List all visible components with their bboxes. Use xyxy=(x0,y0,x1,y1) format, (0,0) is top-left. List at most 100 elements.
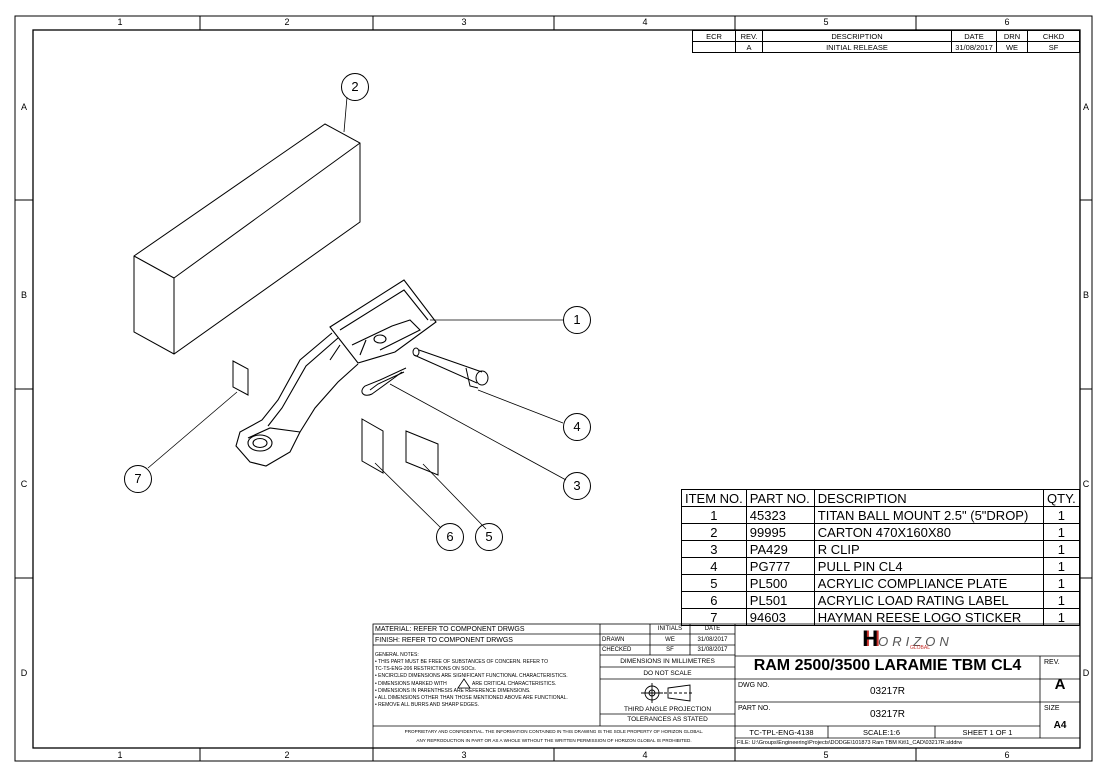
size-value: A4 xyxy=(1053,720,1067,731)
proprietary-line-2: ANY REPRODUCTION IN PART OR AS A WHOLE W… xyxy=(416,738,692,743)
note-6: • REMOVE ALL BURRS AND SHARP EDGES. xyxy=(375,702,480,708)
dwg-no-label: DWG NO. xyxy=(738,682,770,689)
rev-value: A xyxy=(1054,676,1066,693)
bom-part-no: 94603 xyxy=(745,608,815,626)
finish-note: FINISH: REFER TO COMPONENT DRWGS xyxy=(375,637,513,644)
balloon-1: 1 xyxy=(563,306,591,334)
part-no-label: PART NO. xyxy=(738,705,771,712)
zone-row-b-left: B xyxy=(20,290,27,300)
checked-by: SF xyxy=(666,647,674,653)
bom-qty: 1 xyxy=(1042,574,1081,592)
note-3b: ARE CRITICAL CHARACTERISTICS. xyxy=(472,681,557,687)
pull-pin-illustration xyxy=(412,347,489,389)
zone-row-d-left: D xyxy=(20,668,28,678)
note-4: • DIMENSIONS IN PARENTHESIS ARE REFERENC… xyxy=(375,688,531,694)
bom-item-no: 7 xyxy=(681,608,747,626)
zone-col-1-bottom: 1 xyxy=(117,750,123,760)
zone-row-d-right: D xyxy=(1082,668,1090,678)
zone-row-a-right: A xyxy=(1082,102,1089,112)
rev-chkd: SF xyxy=(1027,41,1080,53)
zone-row-c-left: C xyxy=(20,479,28,489)
zone-row-c-right: C xyxy=(1082,479,1090,489)
template-number: TC-TPL-ENG-4138 xyxy=(749,728,814,737)
rev-label: REV. xyxy=(1044,659,1060,666)
bom-description: CARTON 470X160X80 xyxy=(813,523,1044,541)
proprietary-line-1: PROPRIETARY AND CONFIDENTIAL. THE INFORM… xyxy=(404,729,704,734)
zone-row-a-left: A xyxy=(20,102,27,112)
carton-box-illustration xyxy=(133,123,361,355)
dimensions-units: DIMENSIONS IN MILLIMETRES xyxy=(620,658,715,665)
bom-header-row: ITEM NO. PART NO. DESCRIPTION QTY. xyxy=(681,489,1081,507)
logo-text: ORIZON xyxy=(878,634,953,649)
logo-sticker-illustration xyxy=(232,360,249,396)
do-not-scale: DO NOT SCALE xyxy=(643,670,692,677)
zone-col-5-bottom: 5 xyxy=(823,750,829,760)
projection-label: THIRD ANGLE PROJECTION xyxy=(623,706,712,713)
balloon-3: 3 xyxy=(563,472,591,500)
rev-date: 31/08/2017 xyxy=(951,41,997,53)
critical-characteristic-icon xyxy=(457,678,471,689)
bom-col-part-no: PART NO. xyxy=(745,489,815,507)
bom-description: ACRYLIC LOAD RATING LABEL xyxy=(813,591,1044,609)
zone-col-2-top: 2 xyxy=(284,17,290,27)
load-rating-label-illustration xyxy=(361,418,384,474)
zone-col-3-top: 3 xyxy=(461,17,467,27)
sheet-number: SHEET 1 OF 1 xyxy=(962,728,1013,737)
drawn-by: WE xyxy=(665,637,675,643)
logo-subtext: GLOBAL xyxy=(910,645,931,651)
zone-col-2-bottom: 2 xyxy=(284,750,290,760)
ball-mount-illustration xyxy=(235,279,437,467)
zone-col-3-bottom: 3 xyxy=(461,750,467,760)
checked-date: 31/08/2017 xyxy=(697,647,728,653)
material-note: MATERIAL: REFER TO COMPONENT DRWGS xyxy=(375,626,525,633)
third-angle-projection-symbol xyxy=(641,683,694,703)
revision-table: ECR REV. DESCRIPTION DATE DRN CHKD A INI… xyxy=(692,30,1080,53)
general-notes-title: GENERAL NOTES: xyxy=(375,652,419,658)
leader-lines xyxy=(147,96,567,530)
balloon-7: 7 xyxy=(124,465,152,493)
drawn-label: DRAWN xyxy=(602,637,625,643)
note-1b: TC-TS-ENG-206 RESTRICTIONS ON SOCs. xyxy=(375,666,476,672)
logo-h: H xyxy=(862,626,879,651)
bom-description: HAYMAN REESE LOGO STICKER xyxy=(813,608,1044,626)
dwg-no: 03217R xyxy=(869,686,906,697)
balloon-4: 4 xyxy=(563,413,591,441)
bom-description: ACRYLIC COMPLIANCE PLATE xyxy=(813,574,1044,592)
zone-row-b-right: B xyxy=(1082,290,1089,300)
zone-col-1-top: 1 xyxy=(117,17,123,27)
note-5: • ALL DIMENSIONS OTHER THAN THOSE MENTIO… xyxy=(375,695,568,701)
horizon-global-logo: HORIZON GLOBAL xyxy=(735,626,1080,654)
zone-col-5-top: 5 xyxy=(823,17,829,27)
drawn-date: 31/08/2017 xyxy=(697,637,728,643)
r-clip-illustration xyxy=(361,367,407,396)
part-no: 03217R xyxy=(869,709,906,720)
balloon-2: 2 xyxy=(341,73,369,101)
checked-label: CHECKED xyxy=(602,647,632,653)
zone-col-4-top: 4 xyxy=(642,17,648,27)
tolerances-label: TOLERANCES AS STATED xyxy=(627,716,708,723)
scale: SCALE:1:6 xyxy=(862,728,901,737)
zone-col-6-bottom: 6 xyxy=(1004,750,1010,760)
bom-col-qty: QTY. xyxy=(1042,489,1081,507)
date-label: DATE xyxy=(704,626,721,632)
initials-label: INITIALS xyxy=(657,626,683,632)
bom-description: PULL PIN CL4 xyxy=(813,557,1044,575)
zone-col-6-top: 6 xyxy=(1004,17,1010,27)
size-label: SIZE xyxy=(1044,705,1060,712)
file-path: FILE: U:\Groups\Engineering\Projects\DOD… xyxy=(737,740,963,746)
bom-qty: 1 xyxy=(1042,608,1081,626)
balloon-6: 6 xyxy=(436,523,464,551)
rev-description: INITIAL RELEASE xyxy=(762,41,952,53)
bom-part-no: 99995 xyxy=(745,523,815,541)
note-2: • ENCIRCLED DIMENSIONS ARE SIGNIFICANT F… xyxy=(375,673,568,679)
drawing-title: RAM 2500/3500 LARAMIE TBM CL4 xyxy=(753,657,1022,674)
note-3a: • DIMENSIONS MARKED WITH xyxy=(375,681,447,687)
revision-row: A INITIAL RELEASE 31/08/2017 WE SF xyxy=(692,41,1080,53)
bom-part-no: PA429 xyxy=(745,540,815,558)
